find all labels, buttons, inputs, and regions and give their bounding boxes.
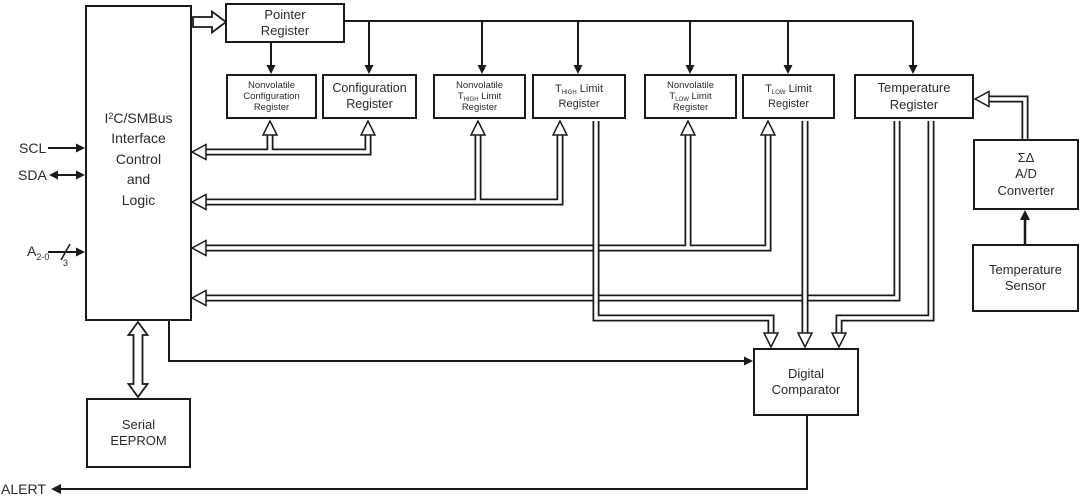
nv-config-line1: Nonvolatile [248, 79, 295, 91]
nv-thigh-register-box: Nonvolatile THIGH Limit Register [433, 74, 526, 119]
i2c-eeprom-bidir-arrow [126, 320, 150, 399]
nv-config-line3: Register [253, 102, 290, 114]
sda-wire [49, 170, 85, 180]
i2c-interface-line4: and [126, 171, 151, 188]
alert-pin-label: ALERT [1, 481, 46, 496]
nv-tlow-line2: TLOW Limit [669, 90, 712, 103]
nv-config-register-box: Nonvolatile Configuration Register [226, 74, 317, 119]
bus-config-to-i2c [206, 134, 372, 156]
tlow-line2: Register [768, 97, 809, 110]
pointer-fanout-arrowheads [266, 65, 918, 74]
temp-sensor-line2: Sensor [1004, 278, 1047, 293]
bus-arrowheads [190, 90, 990, 349]
comparator-to-alert-wire [51, 416, 808, 494]
temp-sensor-line1: Temperature [989, 261, 1062, 277]
temperature-register-box: Temperature Register [854, 74, 974, 119]
address-pin-label: A2-0 [27, 243, 50, 262]
adc-box: ΣΔ A/D Converter [973, 139, 1079, 210]
bus-tempreg-to-i2c [206, 121, 901, 302]
config-register-box: Configuration Register [322, 74, 417, 119]
adc-line3: Converter [997, 182, 1055, 198]
i2c-to-pointer-arrow [192, 9, 228, 35]
digital-comparator-box: Digital Comparator [753, 348, 859, 416]
comparator-line2: Comparator [771, 382, 841, 397]
comparator-line1: Digital [787, 365, 825, 381]
thigh-line2: Register [558, 97, 600, 110]
i2c-to-comparator-wire [168, 321, 753, 366]
bus-thigh-to-comparator [592, 121, 775, 334]
nv-thigh-line1: Nonvolatile [456, 79, 503, 91]
address-wire [48, 243, 85, 261]
sda-pin-label: SDA [18, 167, 47, 183]
bus-adc-to-tempreg [988, 95, 1029, 139]
i2c-interface-line2: Interface [111, 130, 166, 147]
config-line2: Register [346, 96, 393, 111]
adc-line2: A/D [1015, 166, 1037, 182]
pointer-fanout-wires [270, 20, 914, 66]
scl-wire [48, 143, 85, 153]
pointer-register-line2: Register [260, 23, 310, 38]
nv-thigh-line2: THIGH Limit [457, 90, 502, 103]
i2c-interface-line1: I2C/SMBus [104, 109, 173, 126]
nv-tlow-line3: Register [672, 102, 709, 114]
nv-tlow-line1: Nonvolatile [667, 79, 714, 91]
nv-config-line2: Configuration [243, 90, 300, 102]
temperature-sensor-box: Temperature Sensor [972, 244, 1079, 312]
i2c-interface-box: I2C/SMBus Interface Control and Logic [85, 5, 192, 321]
thigh-register-box: THIGH Limit Register [532, 74, 626, 119]
bus-tlow-to-i2c [206, 134, 772, 252]
tlow-register-box: TLOW Limit Register [742, 74, 835, 119]
bus-thigh-to-i2c [206, 134, 564, 206]
pointer-register-line1: Pointer [264, 6, 306, 22]
config-line1: Configuration [332, 80, 407, 95]
temp-reg-line2: Register [889, 96, 939, 112]
pointer-register-box: Pointer Register [225, 3, 345, 43]
adc-line1: ΣΔ [1017, 149, 1035, 165]
nv-thigh-line3: Register [461, 102, 498, 114]
temp-reg-line1: Temperature [877, 80, 951, 95]
address-bus-width: 3 [63, 258, 69, 268]
i2c-interface-line3: Control [115, 150, 162, 167]
nv-tlow-register-box: Nonvolatile TLOW Limit Register [644, 74, 737, 119]
eeprom-line1: Serial [121, 416, 156, 432]
bus-tempreg-to-comparator [835, 121, 935, 334]
i2c-interface-line5: Logic [121, 191, 156, 208]
tlow-line1: TLOW Limit [765, 83, 812, 97]
sensor-to-adc-wire [1020, 210, 1030, 244]
eeprom-line2: EEPROM [110, 433, 167, 448]
serial-eeprom-box: Serial EEPROM [86, 398, 191, 468]
scl-pin-label: SCL [19, 140, 47, 156]
thigh-line1: THIGH Limit [554, 83, 603, 97]
